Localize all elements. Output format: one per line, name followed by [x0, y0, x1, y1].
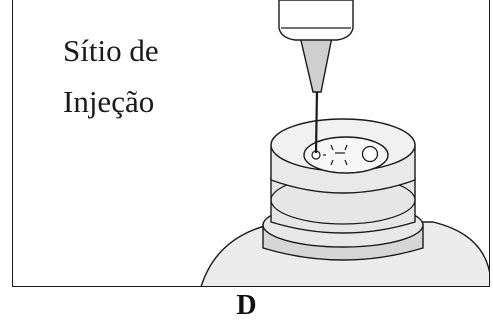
injection-site-label-line-2: Injeção: [63, 84, 155, 119]
vial-injection-illustration: [200, 0, 489, 286]
vial-cap-side: [270, 177, 416, 234]
stopper-circle-mark: [361, 145, 379, 163]
injection-site-label-line-1: Sítio de: [63, 33, 159, 68]
figure-frame: Sítio de Injeção: [12, 0, 490, 287]
syringe-icon: [278, 0, 354, 41]
needle-icon: [314, 89, 319, 154]
panel-letter: D: [236, 290, 257, 321]
stopper-marks: [323, 144, 348, 166]
needle-hub: [298, 31, 334, 93]
rubber-stopper: [303, 136, 389, 174]
